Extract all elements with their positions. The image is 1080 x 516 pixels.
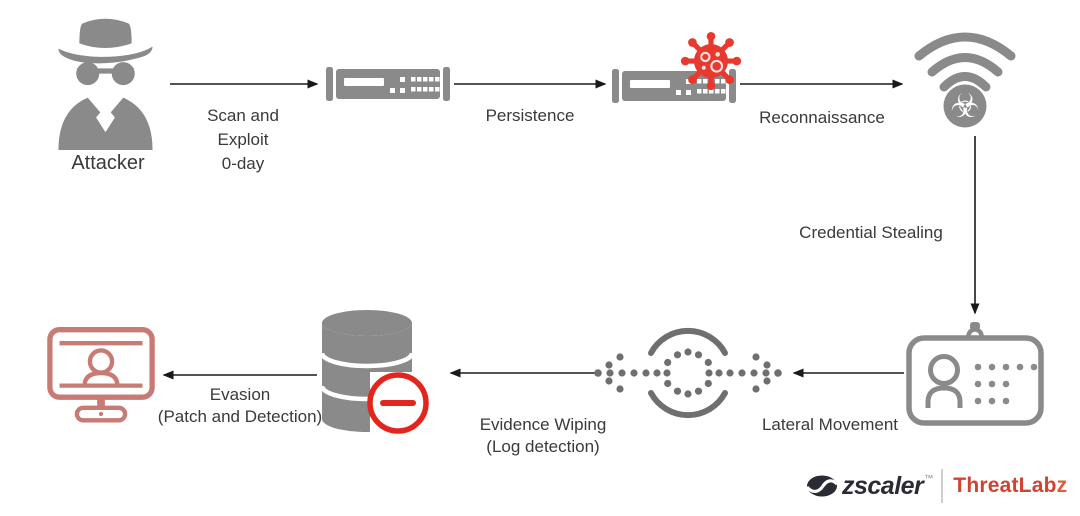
id-card-icon [906, 322, 1044, 426]
attacker-label: Attacker [71, 152, 145, 174]
wifi-biohazard-icon: ☣ [914, 32, 1016, 128]
virus-icon [680, 31, 742, 91]
threatlabz-wordmark: ThreatLabz [953, 474, 1068, 497]
edge-label-reconnaissance: Reconnaissance [759, 108, 885, 127]
zscaler-logo-icon [806, 475, 838, 497]
network-appliance-icon [326, 67, 450, 101]
edge-label-lateral-movement: Lateral Movement [761, 415, 899, 434]
edge-label-evasion: Evasion (Patch and Detection) [157, 385, 323, 426]
network-appliance-icon [612, 69, 736, 103]
trademark-symbol: ™ [924, 473, 934, 483]
biohazard-icon: ☣ [950, 86, 980, 125]
edge-label-scan-exploit: Scan and Exploit 0-day [207, 106, 279, 173]
biohazard-badge [943, 84, 987, 128]
threatlabz-z-suffix: z [1056, 474, 1068, 497]
spy-icon [58, 18, 153, 150]
monitor-icon [47, 327, 155, 423]
zscaler-wordmark: zscaler [842, 471, 924, 500]
database-blocked-icon [320, 310, 432, 436]
edge-label-persistence: Persistence [485, 106, 575, 125]
dotted-spread-icon [594, 327, 782, 419]
person-icon [87, 348, 115, 375]
edge-label-credential-stealing: Credential Stealing [799, 223, 943, 242]
edge-label-evidence-wiping: Evidence Wiping (Log detection) [479, 415, 607, 456]
brand-divider [941, 469, 944, 503]
brand-footer: zscaler ™ ThreatLabz [806, 464, 1067, 508]
